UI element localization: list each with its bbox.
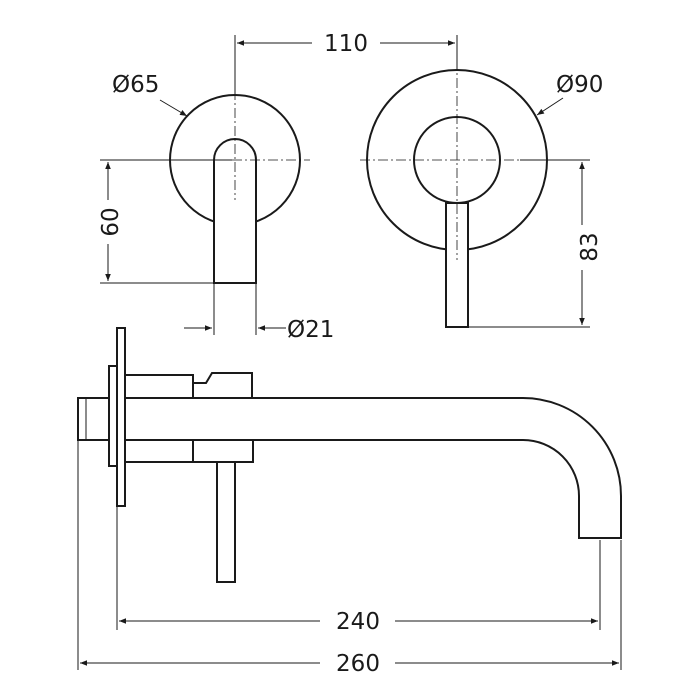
dimension-spout-plate-diameter: Ø65 xyxy=(112,72,188,117)
side-backbox-flange xyxy=(108,365,118,467)
side-spout-pipe xyxy=(124,397,622,539)
spout-pipe-front xyxy=(213,138,257,284)
dimension-handle-height: 83 xyxy=(468,159,603,328)
dimension-overall-length: 260 xyxy=(77,440,622,677)
mixer-front-view xyxy=(360,60,555,328)
dimension-mixer-plate-diameter: Ø90 xyxy=(536,72,603,116)
dimension-spout-diameter: Ø21 xyxy=(184,283,334,343)
side-handle-hub xyxy=(192,372,253,399)
dim-260-label: 260 xyxy=(336,651,380,677)
mixer-lever xyxy=(445,202,469,328)
side-handle-cap xyxy=(192,439,254,463)
dim-21-label: Ø21 xyxy=(287,317,334,343)
dimension-spout-height: 60 xyxy=(98,159,232,284)
dim-110-label: 110 xyxy=(324,31,368,57)
dimension-spacing: 110 xyxy=(234,31,458,95)
side-lever xyxy=(216,461,236,583)
spout-front-view xyxy=(160,90,310,284)
side-wall-plate xyxy=(116,327,126,507)
side-mixer-body-lower xyxy=(124,439,194,463)
side-mixer-body xyxy=(124,374,194,399)
side-view xyxy=(77,327,622,583)
dim-83-label: 83 xyxy=(577,232,603,261)
dimension-wall-to-outlet: 240 xyxy=(116,506,601,635)
side-connector-stub xyxy=(77,397,110,441)
dim-60-label: 60 xyxy=(98,207,124,236)
dim-90-label: Ø90 xyxy=(556,72,603,98)
dim-240-label: 240 xyxy=(336,609,380,635)
dim-65-label: Ø65 xyxy=(112,72,159,98)
